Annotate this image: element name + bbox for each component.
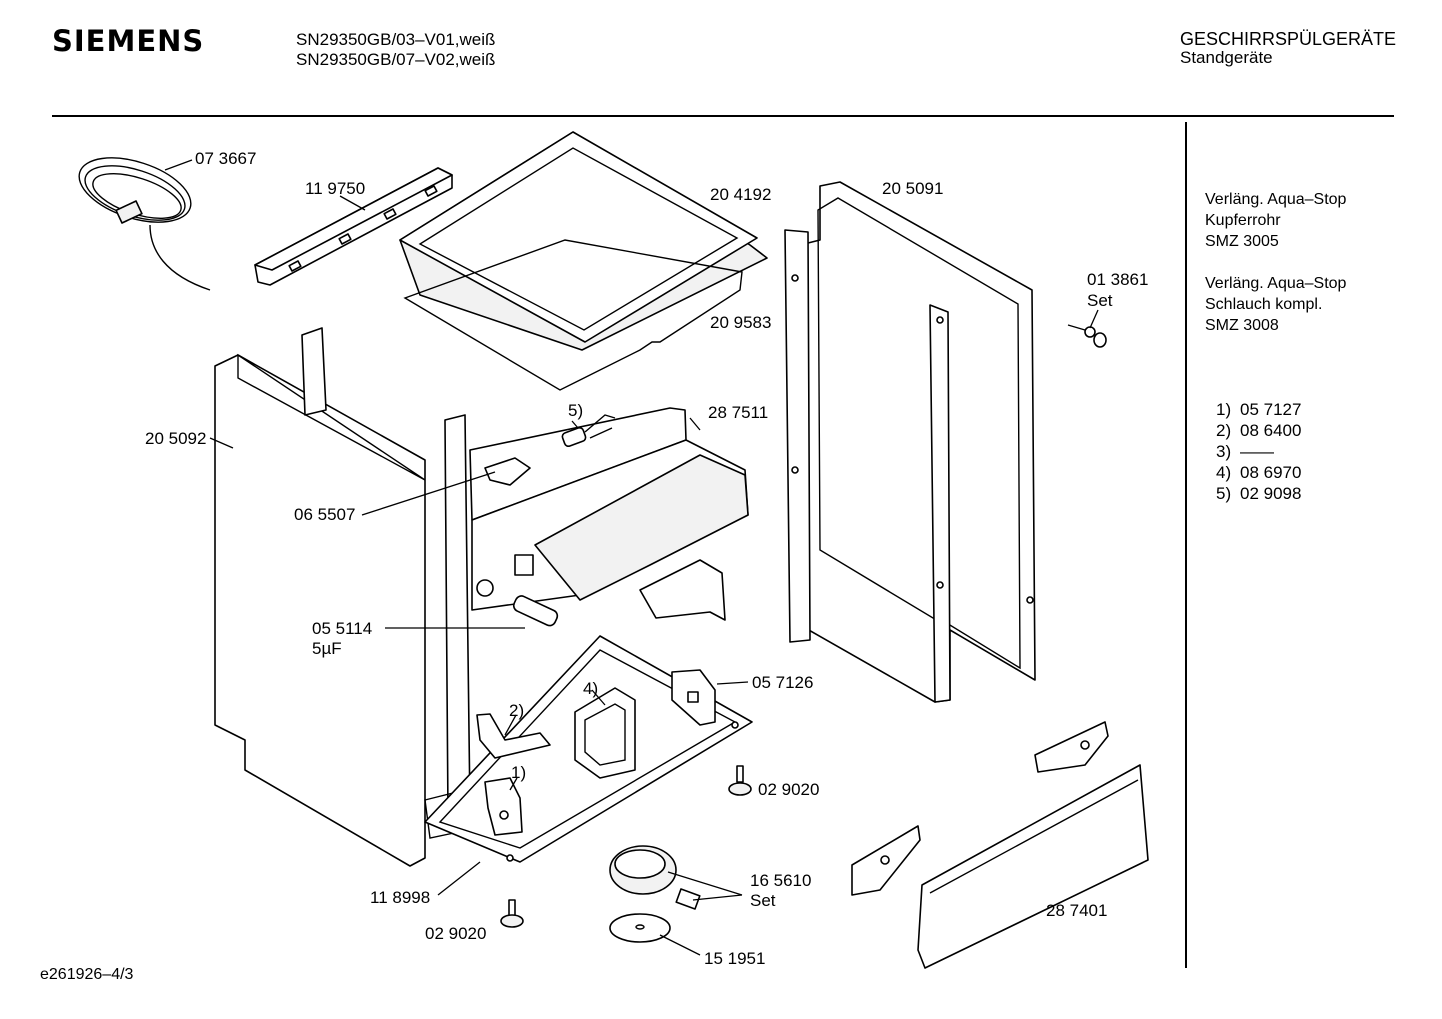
brand-logo: SIEMENS: [52, 24, 205, 58]
side-note-line: Verläng. Aqua–Stop: [1205, 191, 1347, 208]
side-frame-right-drawing[interactable]: [784, 181, 1036, 703]
side-note-line: Kupferrohr: [1205, 212, 1281, 229]
part-label: 20 9583: [710, 313, 771, 332]
footnote-key: 5): [1216, 484, 1232, 503]
sidebar-rule: [1185, 122, 1187, 968]
category-title: GESCHIRRSPÜLGERÄTE: [1180, 29, 1397, 49]
footnote-key: 3): [1216, 442, 1232, 461]
part-label: 20 4192: [710, 185, 771, 204]
part-label: 5µF: [312, 639, 342, 658]
drawing-code: e261926–4/3: [40, 966, 134, 983]
model-line-2: SN29350GB/07–V02,weiß: [296, 50, 496, 69]
mounting-rail-drawing[interactable]: [254, 167, 453, 286]
hinge-bracket-drawing[interactable]: [484, 777, 523, 836]
leader-line: [361, 471, 496, 516]
footnote-value: ——: [1240, 442, 1274, 461]
footnote-key: 4): [1216, 463, 1232, 482]
part-label: 4): [583, 679, 598, 698]
side-panel-left-drawing[interactable]: [214, 327, 471, 867]
footnote-item: 3) ——: [1216, 441, 1301, 462]
footnote-key: 1): [1216, 400, 1232, 419]
exploded-parts-diagram: 07 3667 11 9750 20 4192 20 5091 01 3861 …: [71, 131, 1149, 969]
leader-line: [437, 861, 481, 896]
clip-drawing[interactable]: [484, 457, 531, 486]
part-label: 11 9750: [305, 179, 365, 198]
part-label: 06 5507: [294, 505, 355, 524]
adjustable-foot-drawing[interactable]: [500, 899, 524, 928]
side-note-hose: Verläng. Aqua–Stop Schlauch kompl. SMZ 3…: [1205, 273, 1346, 336]
clamp-drawing[interactable]: [476, 713, 551, 759]
footnote-value: 02 9098: [1240, 484, 1302, 503]
leader-line: [209, 437, 234, 449]
part-label: Set: [1087, 291, 1113, 310]
part-label: 28 7511: [708, 403, 768, 422]
side-note-line: Verläng. Aqua–Stop: [1205, 275, 1347, 292]
leader-line: [667, 871, 743, 896]
plinth-bracket-drawing[interactable]: [851, 825, 921, 896]
header-rule: [52, 115, 1394, 117]
side-note-line: SMZ 3008: [1205, 317, 1279, 334]
bracket-drawing[interactable]: [671, 669, 716, 726]
capacitor-drawing[interactable]: [512, 594, 560, 628]
part-label: Set: [750, 891, 776, 910]
leader-line: [571, 420, 579, 429]
footnote-item: 1) 05 7127: [1216, 399, 1301, 420]
kick-plate-drawing[interactable]: [917, 764, 1149, 969]
leader-line: [692, 894, 743, 901]
screw-set-drawing[interactable]: [1067, 324, 1107, 348]
footnote-item: 5) 02 9098: [1216, 483, 1301, 504]
leader-line: [1089, 309, 1099, 329]
cover-disk-drawing[interactable]: [609, 913, 671, 943]
category-subtitle: Standgeräte: [1180, 48, 1273, 67]
part-label: 05 7126: [752, 673, 813, 692]
adjustable-foot-drawing[interactable]: [728, 765, 752, 796]
part-label: 05 5114: [312, 619, 372, 638]
part-label: 02 9020: [758, 780, 819, 799]
footnote-value: 05 7127: [1240, 400, 1302, 419]
leader-line: [591, 689, 606, 706]
leader-line: [504, 714, 517, 736]
footnote-item: 2) 08 6400: [1216, 420, 1301, 441]
part-label: 1): [511, 763, 526, 782]
part-label: 28 7401: [1046, 901, 1107, 920]
part-label: 16 5610: [750, 871, 811, 890]
power-cord-drawing[interactable]: [71, 145, 211, 291]
leader-line: [659, 934, 701, 956]
leader-line: [716, 681, 749, 685]
footnote-list: 1) 05 7127 2) 08 6400 3) —— 4) 08 6970 5) 02 …: [1216, 399, 1301, 504]
footnote-key: 2): [1216, 421, 1232, 440]
leader-line: [689, 417, 701, 431]
side-note-copper: Verläng. Aqua–Stop Kupferrohr SMZ 3005: [1205, 189, 1346, 252]
heater-bracket-drawing[interactable]: [574, 687, 636, 779]
footnote-value: 08 6400: [1240, 421, 1302, 440]
footnote-value: 08 6970: [1240, 463, 1302, 482]
part-label: 20 5092: [145, 429, 206, 448]
rear-panel-drawing[interactable]: [469, 407, 749, 621]
small-capacitor-drawing[interactable]: [561, 414, 616, 448]
plinth-bracket-drawing[interactable]: [1034, 721, 1109, 773]
part-label: 5): [568, 401, 583, 420]
insulation-mat-drawing[interactable]: [403, 239, 743, 391]
part-label: 2): [509, 701, 524, 720]
part-label: 01 3861: [1087, 270, 1148, 289]
pump-set-drawing[interactable]: [609, 845, 701, 910]
part-label: 20 5091: [882, 179, 943, 198]
part-label: 11 8998: [370, 888, 430, 907]
footnote-item: 4) 08 6970: [1216, 462, 1301, 483]
side-note-line: SMZ 3005: [1205, 233, 1279, 250]
leader-line: [164, 159, 193, 171]
part-label: 02 9020: [425, 924, 486, 943]
side-note-line: Schlauch kompl.: [1205, 296, 1323, 313]
leader-line: [339, 195, 366, 211]
model-line-1: SN29350GB/03–V01,weiß: [296, 30, 496, 49]
worktop-drawing[interactable]: [399, 131, 768, 351]
leader-line: [509, 777, 518, 791]
part-label: 15 1951: [704, 949, 765, 968]
part-label: 07 3667: [195, 149, 256, 168]
